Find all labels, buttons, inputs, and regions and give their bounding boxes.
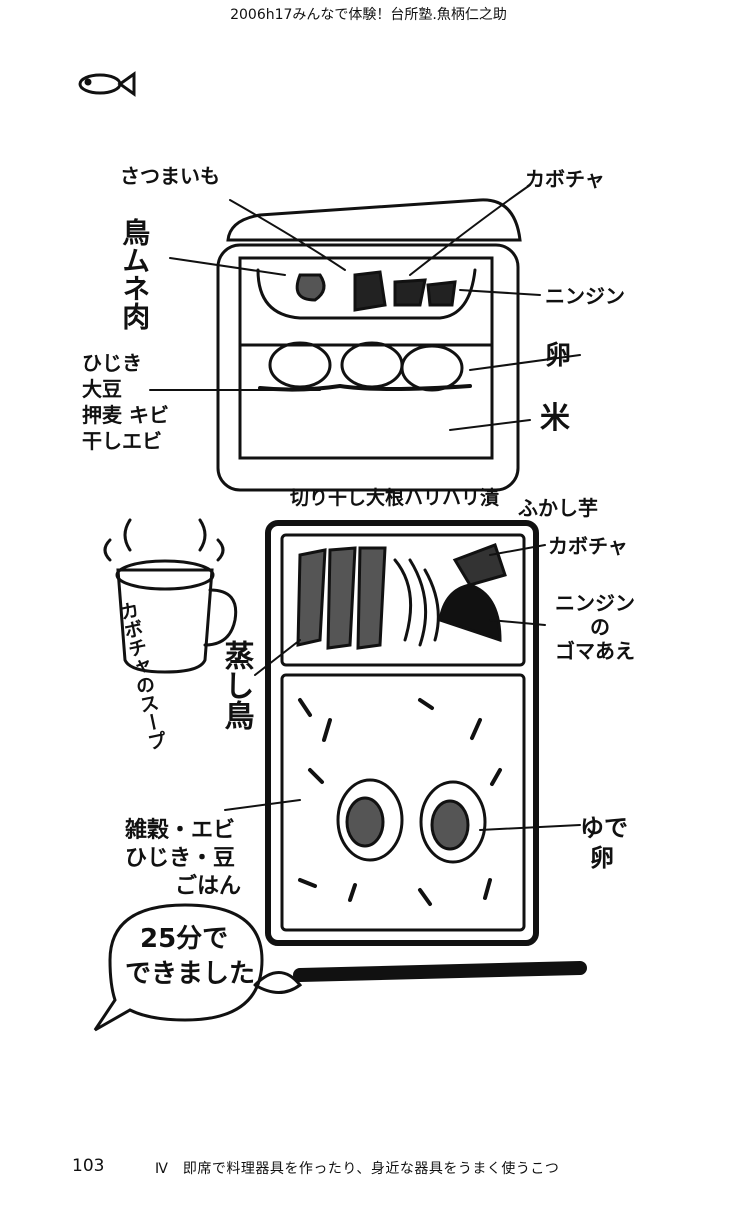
bubble-line-1: 25分で bbox=[140, 924, 229, 954]
fish-icon bbox=[78, 71, 136, 97]
page-header: 2006h17みんなで体験！台所塾.魚柄仁之助 bbox=[230, 7, 507, 23]
label-rice-mix-2: ひじき・豆 bbox=[125, 846, 236, 871]
chopsticks-drawing bbox=[253, 961, 587, 994]
bubble-line-2: できました bbox=[125, 959, 256, 989]
label-pumpkin-bento: カボチャ bbox=[548, 534, 628, 558]
label-carrot-2: の bbox=[590, 615, 610, 639]
label-steamed-chicken: 蒸し鳥 bbox=[218, 640, 254, 730]
label-mix-2: 大豆 bbox=[82, 377, 122, 401]
label-rice: 米 bbox=[540, 401, 570, 436]
label-rice-mix-3: ごはん bbox=[175, 874, 242, 899]
label-boiled-egg-1: ゆで bbox=[580, 814, 628, 842]
label-pumpkin-top: カボチャ bbox=[525, 167, 605, 191]
label-sweet-potato: さつまいも bbox=[120, 164, 220, 188]
speech-bubble-drawing bbox=[93, 903, 264, 1032]
label-rice-mix-1: 雑穀・エビ bbox=[125, 818, 236, 843]
label-egg: 卵 bbox=[545, 341, 572, 371]
label-boiled-egg-2: 卵 bbox=[590, 844, 614, 872]
label-steamed-potato: ふかし芋 bbox=[518, 496, 598, 520]
label-carrot-3: ゴマあえ bbox=[555, 639, 635, 663]
label-chicken-breast: 鳥ムネ肉 bbox=[118, 218, 152, 330]
rice-cooker-drawing bbox=[216, 198, 522, 492]
soup-cup-drawing bbox=[103, 518, 238, 674]
label-pickles: 切り干し大根ハリハリ漬 bbox=[290, 487, 500, 509]
label-carrot-top: ニンジン bbox=[545, 284, 625, 308]
page-number: 103 bbox=[72, 1156, 105, 1176]
chapter-title: Ⅳ 即席で料理器具を作ったり、身近な器具をうまく使うこつ bbox=[155, 1161, 560, 1177]
bento-box-drawing bbox=[265, 520, 539, 946]
label-mix-3: 押麦 キビ bbox=[82, 403, 169, 427]
label-carrot-1: ニンジン bbox=[555, 591, 635, 615]
label-mix-4: 干しエビ bbox=[82, 429, 162, 453]
label-mix-1: ひじき bbox=[82, 351, 142, 375]
